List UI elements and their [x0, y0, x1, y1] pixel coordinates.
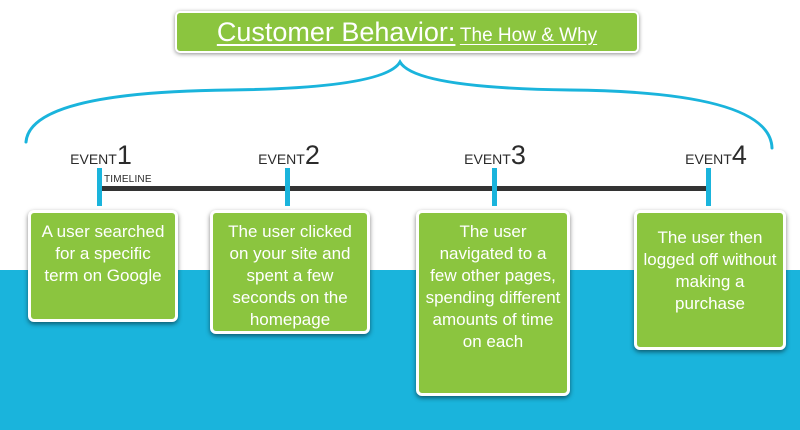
- event-2-box: The user clicked on your site and spent …: [210, 210, 370, 334]
- timeline-line: [100, 186, 710, 191]
- event-3-box: The user navigated to a few other pages,…: [416, 210, 570, 396]
- event-3-label: EVENT3: [464, 140, 526, 170]
- title-subtitle: The How & Why: [459, 25, 598, 46]
- event-3-tick: [492, 168, 497, 206]
- event-1-tick: [97, 168, 102, 206]
- event-4-box: The user then logged off without making …: [634, 210, 786, 350]
- event-4-label: EVENT4: [685, 140, 747, 170]
- title-main: Customer Behavior:: [216, 17, 456, 47]
- event-2-label: EVENT2: [258, 140, 320, 170]
- event-4-tick: [706, 168, 711, 206]
- timeline-label: TIMELINE: [104, 174, 152, 185]
- title-banner: Customer Behavior: The How & Why: [175, 11, 639, 53]
- event-2-tick: [285, 168, 290, 206]
- curly-brace: [24, 59, 774, 150]
- event-1-label: EVENT1: [70, 140, 132, 170]
- event-1-box: A user searched for a specific term on G…: [28, 210, 178, 322]
